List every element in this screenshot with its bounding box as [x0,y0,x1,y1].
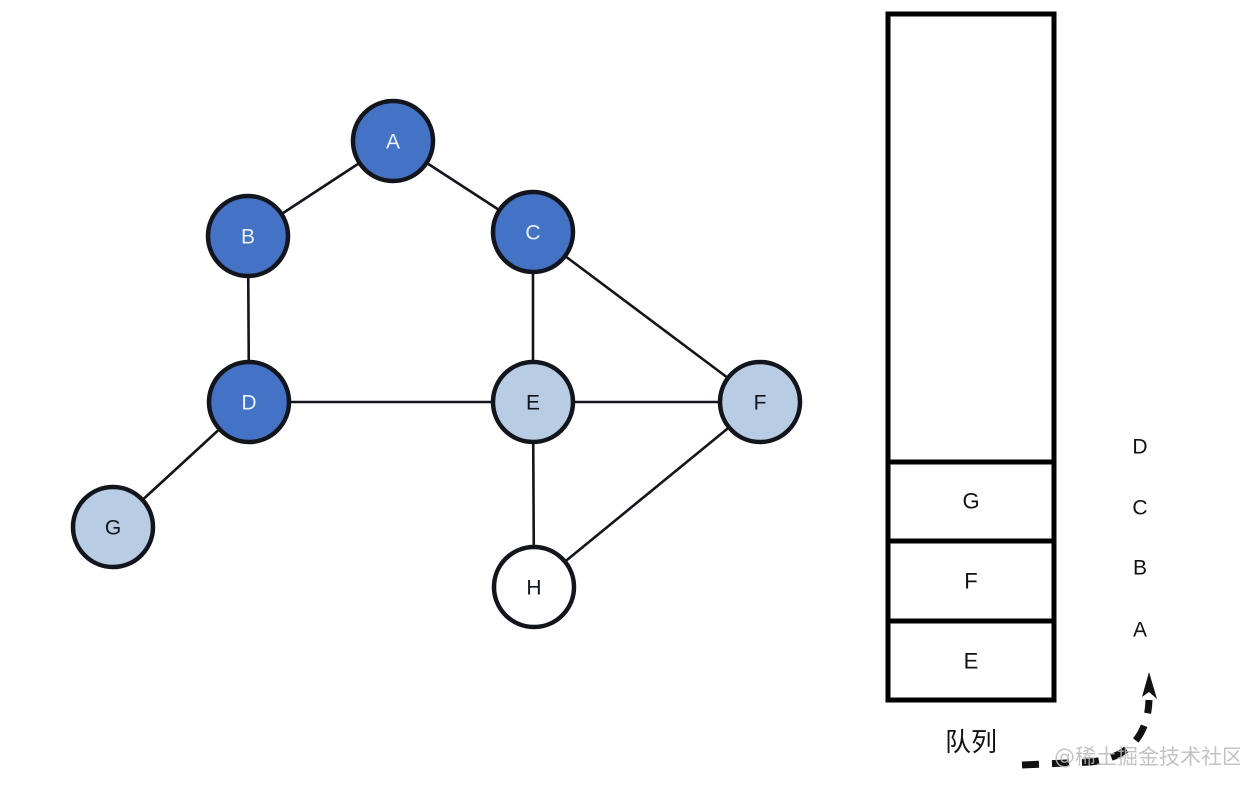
graph-node-g[interactable]: G [70,484,156,570]
node-circle-f [717,359,803,445]
node-circle-b [205,193,291,279]
graph-node-a[interactable]: A [350,98,436,184]
dashed-curved-arrow [1021,672,1157,769]
node-circle-c [490,189,576,275]
visit-order-item-d: D [1132,436,1147,459]
visit-order-item-a: A [1133,619,1147,642]
graph-node-h[interactable]: H [491,544,577,630]
graph-edge-a-c [424,161,502,212]
visit-order-item-c: C [1132,497,1147,520]
queue-cell-label-e: E [964,649,979,674]
graph-node-f[interactable]: F [717,359,803,445]
node-circle-g [70,484,156,570]
graph-node-d[interactable]: D [206,359,292,445]
graph-edge-e-h [531,440,536,549]
queue-container: G F E [885,11,1057,703]
node-circle-d [206,359,292,445]
graph-node-e[interactable]: E [490,359,576,445]
graph-edge-c-f [563,254,730,380]
visit-order-column: D C B A [1132,436,1147,642]
arrow-head-icon [1142,672,1157,699]
queue-cell-label-f: F [964,569,977,594]
node-circle-a [350,98,436,184]
graph-edge-a-b [279,161,362,216]
graph-edge-d-g [140,427,222,502]
node-circle-e [490,359,576,445]
arrow-shaft [1021,699,1153,769]
graph-node-c[interactable]: C [490,189,576,275]
graph-edge-f-h [563,425,731,564]
queue-caption: 队列 [945,728,997,758]
queue-box-outline [885,11,1057,703]
queue-cell-label-g: G [962,489,979,514]
visit-order-item-b: B [1133,557,1147,580]
graph-edges [140,161,731,564]
node-circle-h [491,544,577,630]
graph-nodes: AB C D E F G H [70,98,803,630]
graph-node-b[interactable]: B [205,193,291,279]
graph-edge-b-d [246,274,251,364]
watermark: @稀土掘金技术社区 [1054,745,1240,769]
